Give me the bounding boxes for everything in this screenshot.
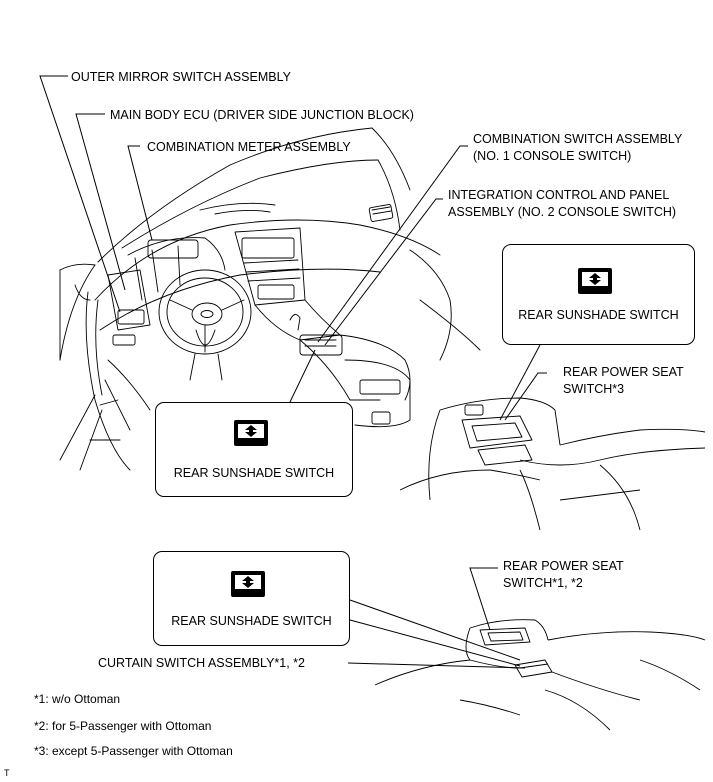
label-outer-mirror-switch: OUTER MIRROR SWITCH ASSEMBLY	[71, 70, 291, 84]
label-combination-meter: COMBINATION METER ASSEMBLY	[147, 140, 351, 154]
callout-rear-sunshade-middle: REAR SUNSHADE SWITCH	[155, 402, 353, 497]
label-combination-switch-line1: COMBINATION SWITCH ASSEMBLY	[473, 132, 683, 146]
label-integration-control-line2: ASSEMBLY (NO. 2 CONSOLE SWITCH)	[448, 205, 677, 219]
sunshade-up-down-icon	[231, 571, 265, 597]
label-rear-power-seat-b-line2: SWITCH*1, *2	[503, 576, 583, 590]
label-rear-power-seat-a-line2: SWITCH*3	[563, 382, 625, 396]
callout-middle-text: REAR SUNSHADE SWITCH	[173, 466, 335, 480]
footnote-2: *2: for 5-Passenger with Ottoman	[34, 719, 212, 733]
footnote-1: *1: w/o Ottoman	[34, 692, 121, 706]
sunshade-up-down-icon	[234, 420, 268, 446]
sunshade-up-down-icon	[578, 268, 612, 294]
label-rear-power-seat-b-line1: REAR POWER SEAT	[503, 559, 624, 573]
label-curtain-switch: CURTAIN SWITCH ASSEMBLY*1, *2	[98, 656, 305, 670]
callout-upper-text: REAR SUNSHADE SWITCH	[518, 308, 679, 322]
footnote-3: *3: except 5-Passenger with Ottoman	[34, 744, 233, 758]
callout-bottom-text: REAR SUNSHADE SWITCH	[171, 614, 332, 628]
callout-rear-sunshade-upper: REAR SUNSHADE SWITCH	[502, 244, 695, 345]
label-main-body-ecu: MAIN BODY ECU (DRIVER SIDE JUNCTION BLOC…	[110, 108, 414, 122]
label-integration-control-line1: INTEGRATION CONTROL AND PANEL	[448, 188, 670, 202]
label-combination-switch-line2: (NO. 1 CONSOLE SWITCH)	[473, 149, 632, 163]
corner-mark: T	[4, 768, 10, 778]
label-rear-power-seat-a-line1: REAR POWER SEAT	[563, 365, 684, 379]
callout-rear-sunshade-bottom: REAR SUNSHADE SWITCH	[153, 551, 350, 646]
